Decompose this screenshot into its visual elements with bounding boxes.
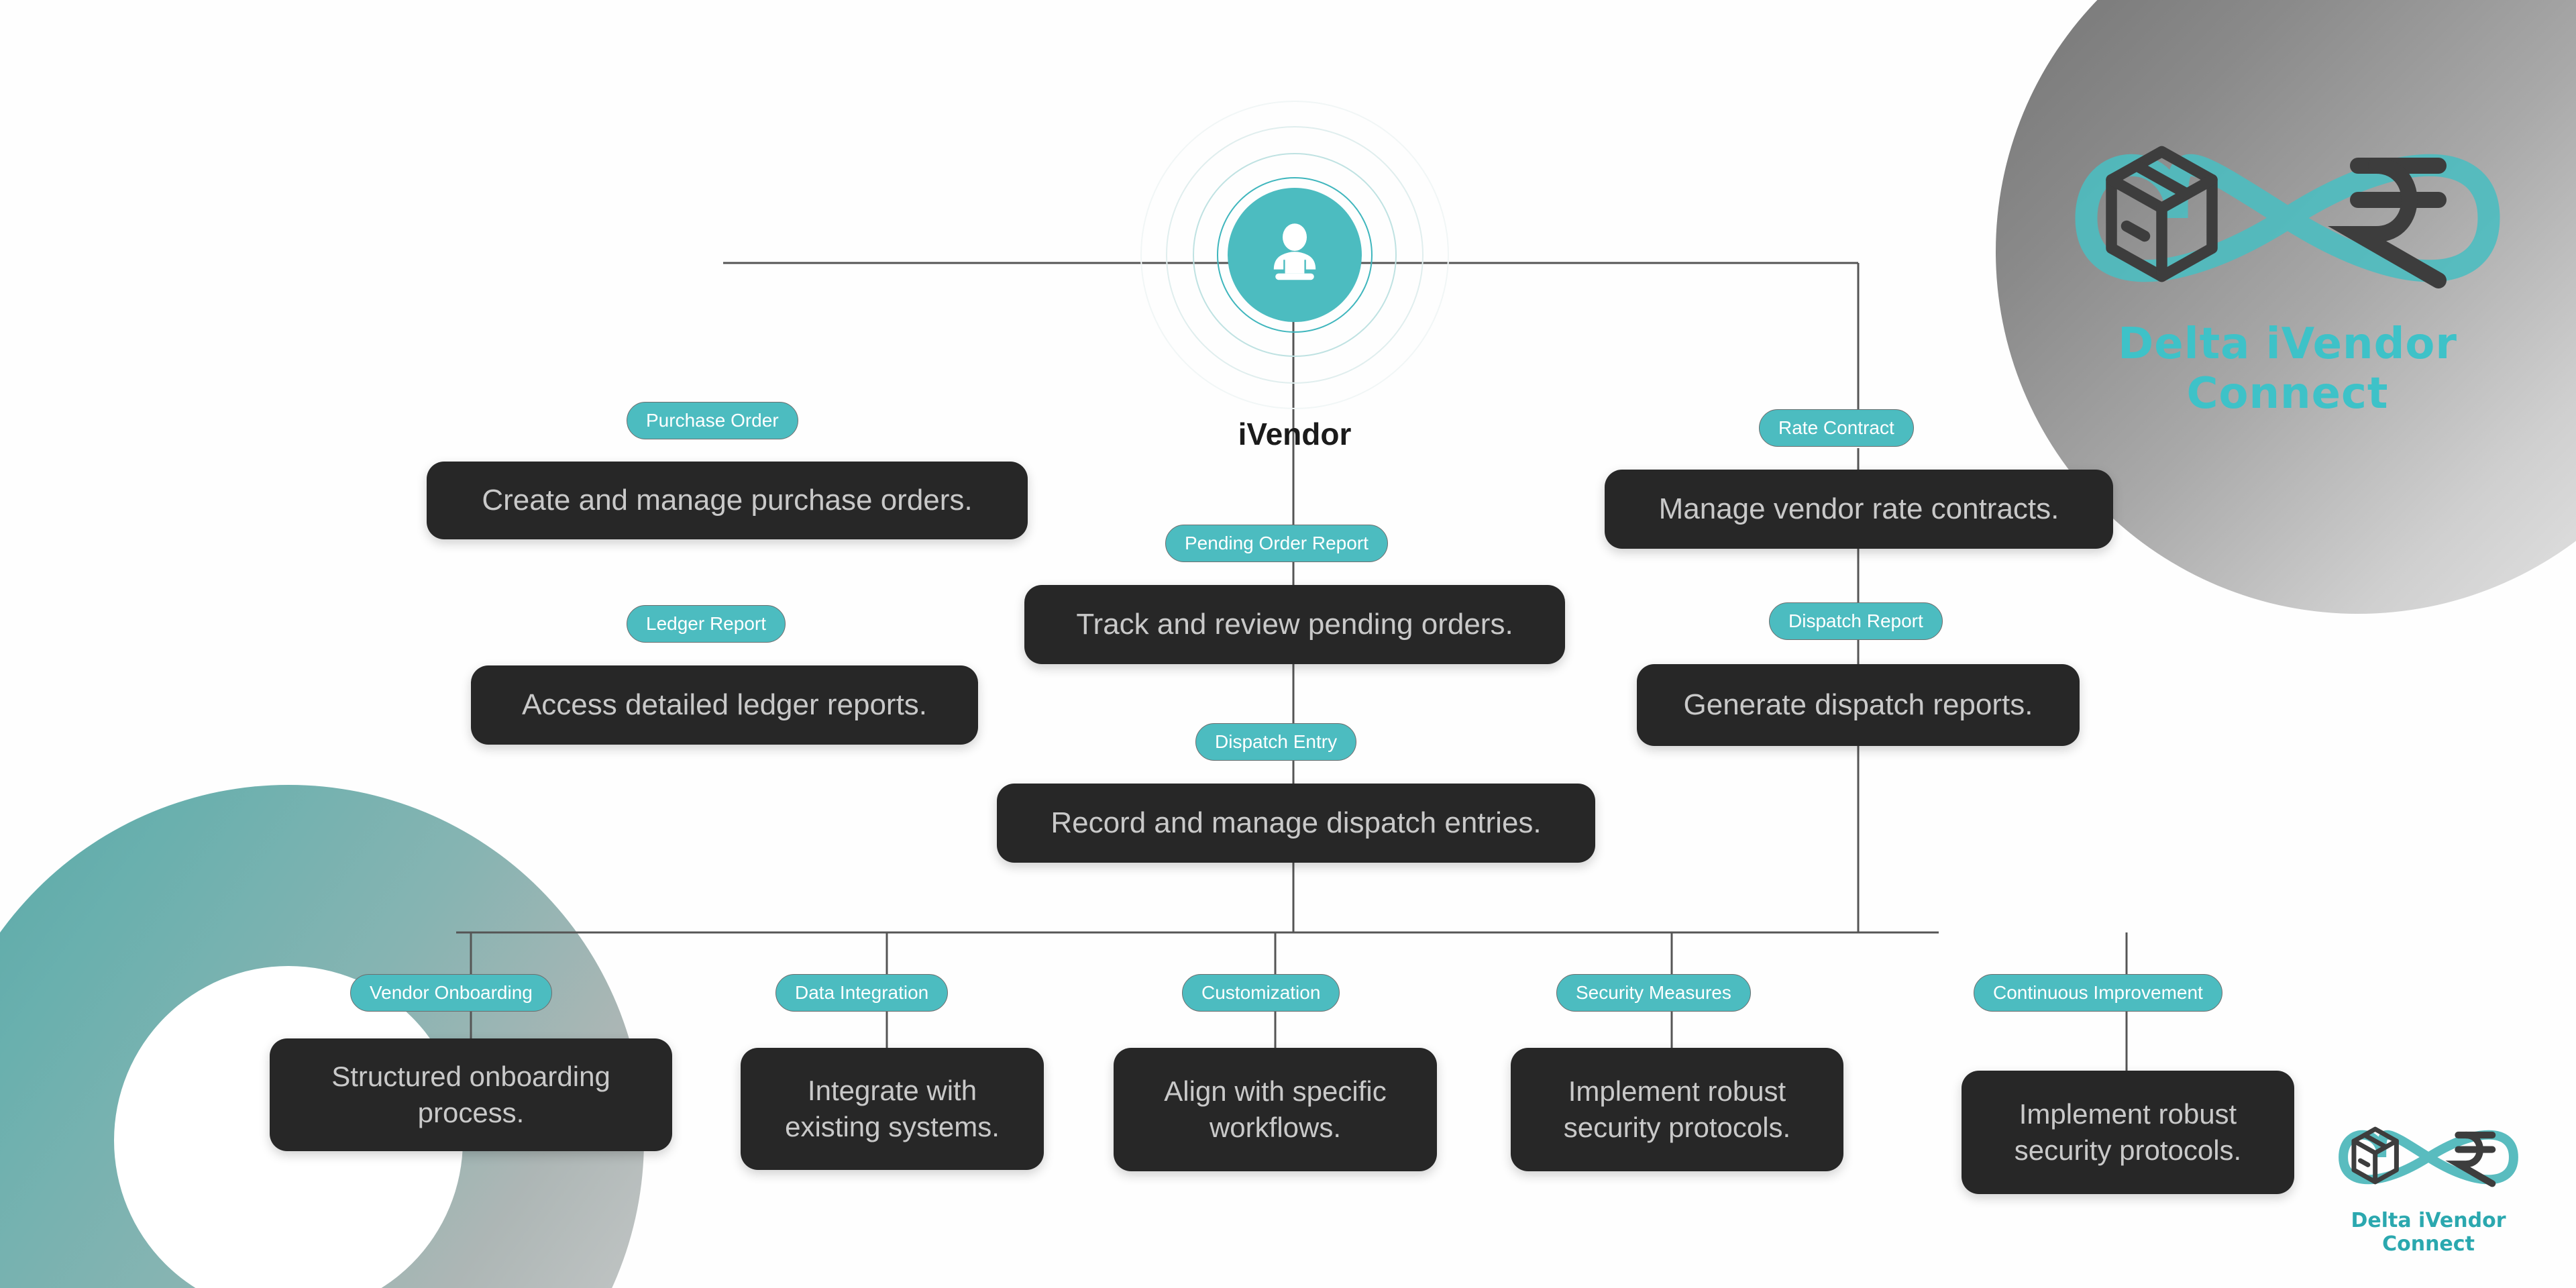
card-dispatch-report: Generate dispatch reports.	[1637, 664, 2080, 746]
hub-ring-3	[1166, 126, 1424, 384]
card-pending-order-report: Track and review pending orders.	[1024, 585, 1565, 664]
rupee-icon	[2445, 1131, 2496, 1187]
hub-ring-2	[1193, 153, 1397, 357]
hub-ring-outer	[1140, 101, 1449, 409]
card-purchase-order: Create and manage purchase orders.	[427, 462, 1028, 539]
package-box-icon	[2351, 1126, 2399, 1185]
card-rate-contract: Manage vendor rate contracts.	[1605, 470, 2113, 549]
pill-dispatch-entry[interactable]: Dispatch Entry	[1195, 723, 1357, 761]
pill-dispatch-report[interactable]: Dispatch Report	[1769, 602, 1943, 640]
infinity-loop-icon	[2339, 1130, 2518, 1185]
card-customization: Align with specific workflows.	[1114, 1048, 1437, 1171]
hub-ring-inner	[1217, 177, 1373, 333]
brand-name-small: Delta iVendor Connect	[2351, 1209, 2506, 1256]
pill-purchase-order[interactable]: Purchase Order	[627, 402, 798, 439]
card-data-integration: Integrate with existing systems.	[741, 1048, 1044, 1170]
pill-ledger-report[interactable]: Ledger Report	[627, 605, 786, 643]
brand-logo-small: Delta iVendor Connect	[2318, 1107, 2539, 1261]
pill-pending-order-report[interactable]: Pending Order Report	[1165, 525, 1388, 562]
pill-continuous-improvement[interactable]: Continuous Improvement	[1974, 974, 2222, 1012]
pill-security-measures[interactable]: Security Measures	[1556, 974, 1751, 1012]
pill-data-integration[interactable]: Data Integration	[775, 974, 949, 1012]
pill-rate-contract[interactable]: Rate Contract	[1759, 409, 1914, 447]
hub-core	[1228, 188, 1362, 322]
pill-vendor-onboarding[interactable]: Vendor Onboarding	[350, 974, 552, 1012]
card-vendor-onboarding: Structured onboarding process.	[270, 1038, 672, 1151]
card-continuous-improvement: Implement robust security protocols.	[1962, 1071, 2294, 1194]
card-security-measures: Implement robust security protocols.	[1511, 1048, 1843, 1171]
hub-label: iVendor	[1238, 417, 1352, 451]
hub-node	[1140, 101, 1449, 409]
person-at-desk-icon	[1254, 215, 1335, 295]
card-dispatch-entry: Record and manage dispatch entries.	[997, 784, 1595, 863]
card-ledger-report: Access detailed ledger reports.	[471, 665, 978, 745]
pill-customization[interactable]: Customization	[1182, 974, 1340, 1012]
